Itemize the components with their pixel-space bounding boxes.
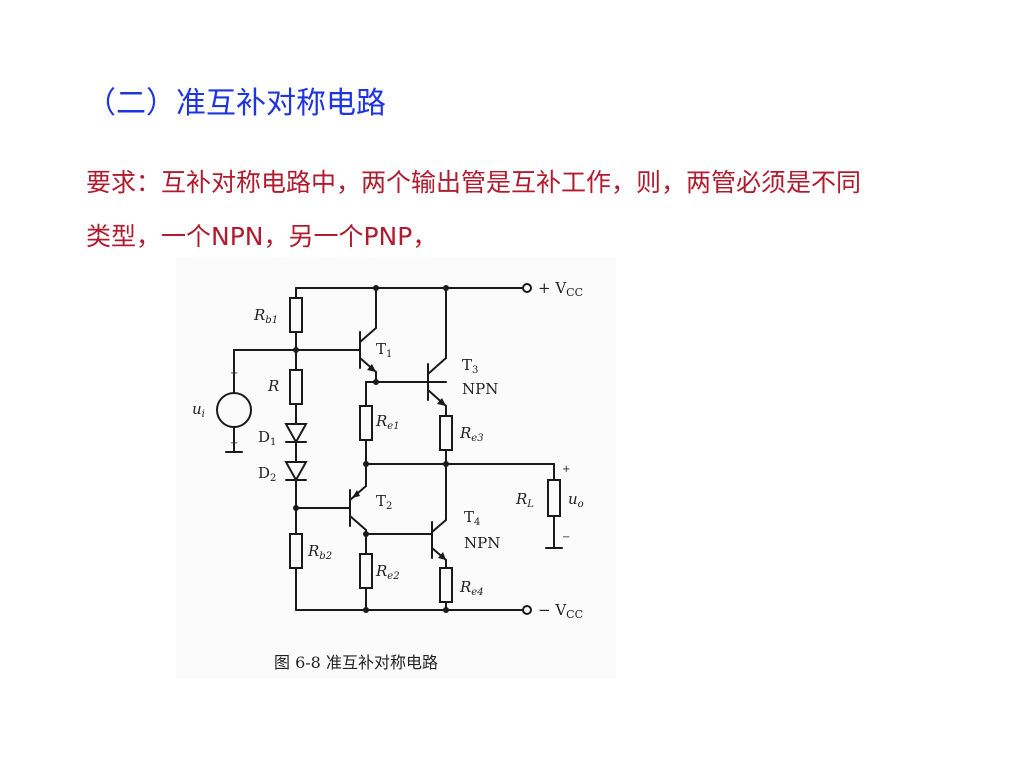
t4-collector xyxy=(431,519,447,533)
input-source xyxy=(216,392,252,428)
junction-dot xyxy=(373,285,379,291)
junction-dot xyxy=(363,607,369,613)
rb2-label: Rb2 xyxy=(307,542,332,562)
uo-minus: − xyxy=(562,532,570,543)
t3-type-label: NPN xyxy=(462,380,498,398)
rb2-resistor xyxy=(289,533,303,569)
ui-minus: − xyxy=(230,438,238,449)
ui-label: ui xyxy=(192,400,205,420)
d1-label: D1 xyxy=(258,428,276,448)
junction-dot xyxy=(293,505,299,511)
junction-dot xyxy=(443,607,449,613)
circuit-figure: + VCC − VCC Rb1 R D1 D2 Rb2 + ui − T1 T3… xyxy=(176,258,616,678)
t3-collector xyxy=(427,357,447,375)
d1-diode xyxy=(284,423,308,445)
r-resistor xyxy=(289,369,303,405)
re2-resistor xyxy=(359,553,373,589)
requirement-line-1: 要求：互补对称电路中，两个输出管是互补工作，则，两管必须是不同 xyxy=(86,168,862,197)
re1-resistor xyxy=(359,405,373,441)
rl-label: RL xyxy=(515,490,534,510)
slide-title: （二）准互补对称电路 xyxy=(86,86,386,121)
re4-label: Re4 xyxy=(459,578,484,598)
t4-label: T4 xyxy=(464,508,480,528)
t4-emitter-arrow xyxy=(438,552,446,560)
t1-label: T1 xyxy=(376,340,392,360)
rb1-label: Rb1 xyxy=(253,306,278,326)
uo-plus: + xyxy=(562,464,570,475)
t3-emitter-arrow xyxy=(437,398,446,406)
junction-dot xyxy=(363,461,369,467)
re3-label: Re3 xyxy=(459,424,484,444)
re2-label: Re2 xyxy=(375,562,400,582)
re1-label: Re1 xyxy=(375,412,400,432)
re4-resistor xyxy=(439,567,453,603)
t1-collector xyxy=(359,327,377,343)
rb1-resistor xyxy=(289,297,303,333)
t3-label: T3 xyxy=(462,356,478,376)
vcc-positive-label: + VCC xyxy=(538,279,583,299)
junction-dot xyxy=(443,461,449,467)
t1-emitter-arrow xyxy=(367,364,376,372)
t4-type-label: NPN xyxy=(464,534,500,552)
requirement-text: 要求：互补对称电路中，两个输出管是互补工作，则，两管必须是不同 类型，一个NPN… xyxy=(86,156,986,264)
r-label: R xyxy=(267,377,279,395)
d2-label: D2 xyxy=(258,464,276,484)
vcc-positive-terminal xyxy=(522,283,532,293)
junction-dot xyxy=(443,285,449,291)
vcc-negative-label: − VCC xyxy=(538,601,583,621)
t2-emitter-arrow xyxy=(352,490,360,498)
figure-caption: 图 6-8 准互补对称电路 xyxy=(274,653,438,672)
t2-label: T2 xyxy=(376,492,392,512)
d2-diode xyxy=(284,461,308,483)
rl-resistor xyxy=(547,479,561,517)
vcc-negative-terminal xyxy=(522,605,532,615)
junction-dot xyxy=(363,531,369,537)
junction-dot xyxy=(293,347,299,353)
re3-resistor xyxy=(439,415,453,451)
t2-collector xyxy=(349,515,367,531)
ui-plus: + xyxy=(230,368,238,379)
circuit-diagram: + VCC − VCC Rb1 R D1 D2 Rb2 + ui − T1 T3… xyxy=(192,279,584,672)
requirement-line-2: 类型，一个NPN，另一个PNP， xyxy=(86,222,438,251)
uo-label: uo xyxy=(568,490,584,510)
junction-dot xyxy=(373,379,379,385)
